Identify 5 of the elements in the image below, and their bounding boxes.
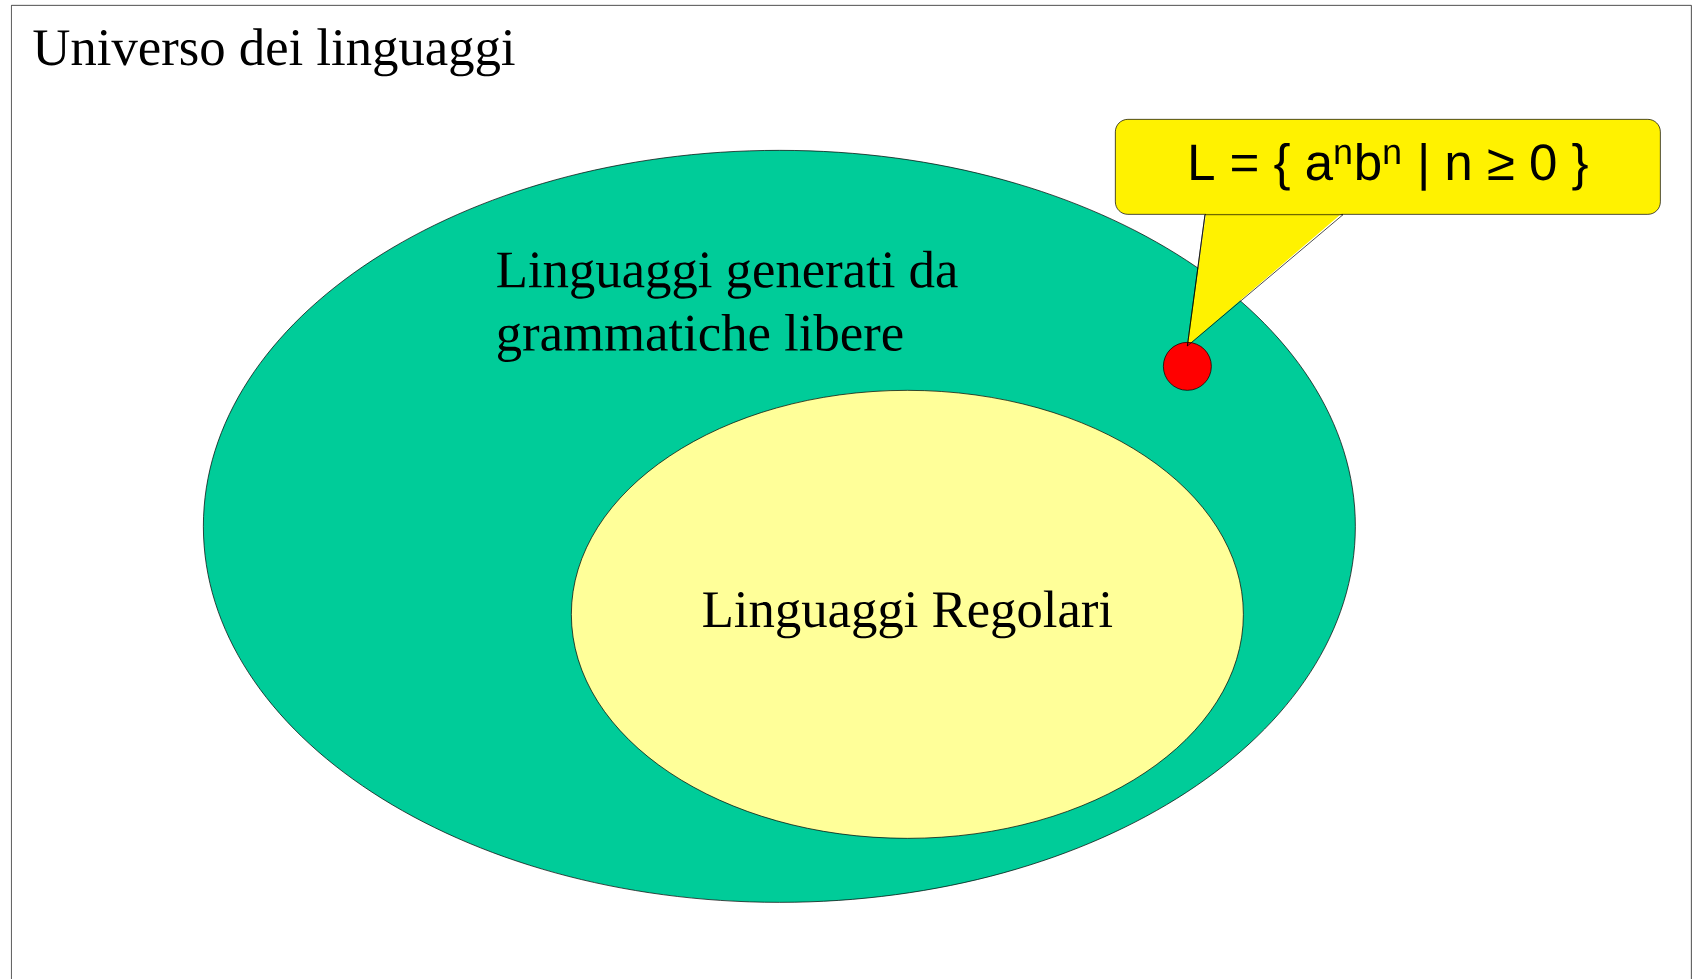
- set-label: Linguaggi generati da grammatiche libere: [497, 250, 958, 362]
- title: Universo dei linguaggi: [33, 28, 515, 77]
- callout-box: L = { a$^{n}$b$^{n}$ | n ≥ 0 }: [1115, 119, 1661, 346]
- callout-tail: [1187, 214, 1344, 347]
- dot: [1163, 342, 1212, 391]
